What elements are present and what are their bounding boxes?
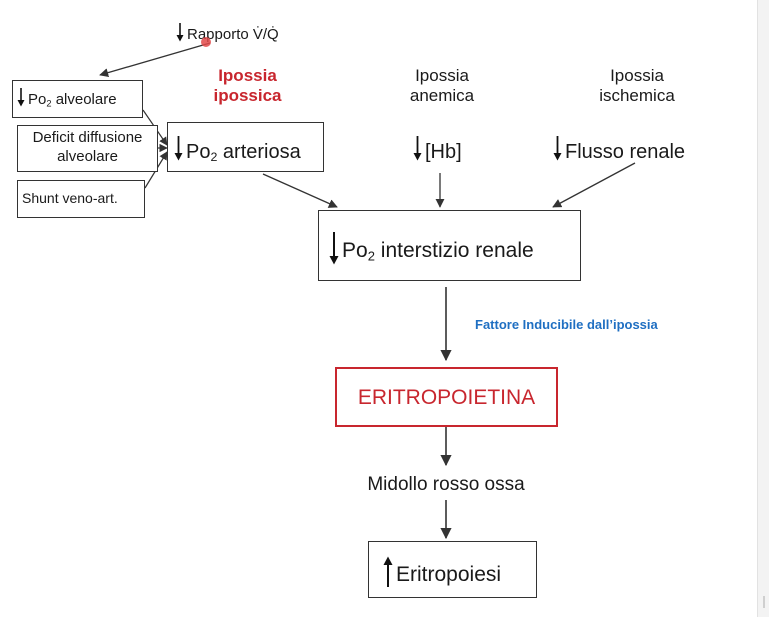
renal-flow-node: Flusso renale [553,135,685,164]
down-arrow-icon [176,23,184,42]
arrow-arterial-to-renal [262,173,338,208]
down-arrow-icon [413,136,422,161]
bone-marrow-label: Midollo rosso ossa [367,474,525,495]
erythropoietin-box: ERITROPOIETINA [335,367,558,427]
shunt-box: Shunt veno-art. [17,180,145,218]
up-arrow-icon [383,556,393,587]
red-annotation-dot [201,37,211,47]
down-arrow-icon [553,136,562,161]
down-arrow-icon [17,88,25,107]
down-arrow-icon [174,136,183,161]
arrow-vq-to-alveolar [99,42,211,78]
renal-interstitium-box: Po2 interstizio renale [318,210,581,281]
erythropoiesis-box: Eritropoiesi [368,541,537,598]
scrollbar-thumb[interactable] [763,596,765,608]
arrow-flow-to-renal [552,162,636,208]
alveolar-po2-box: Po2 alveolare [12,80,143,118]
down-arrow-icon [329,232,339,265]
hif-label: Fattore Inducibile dall’ipossia [475,317,658,332]
hb-node: [Hb] [413,135,462,164]
scrollbar-track[interactable] [757,0,769,617]
vq-ratio-note: Rapporto V̇/Q̇ [176,22,279,43]
arterial-po2-box: Po2 arteriosa [167,122,324,172]
